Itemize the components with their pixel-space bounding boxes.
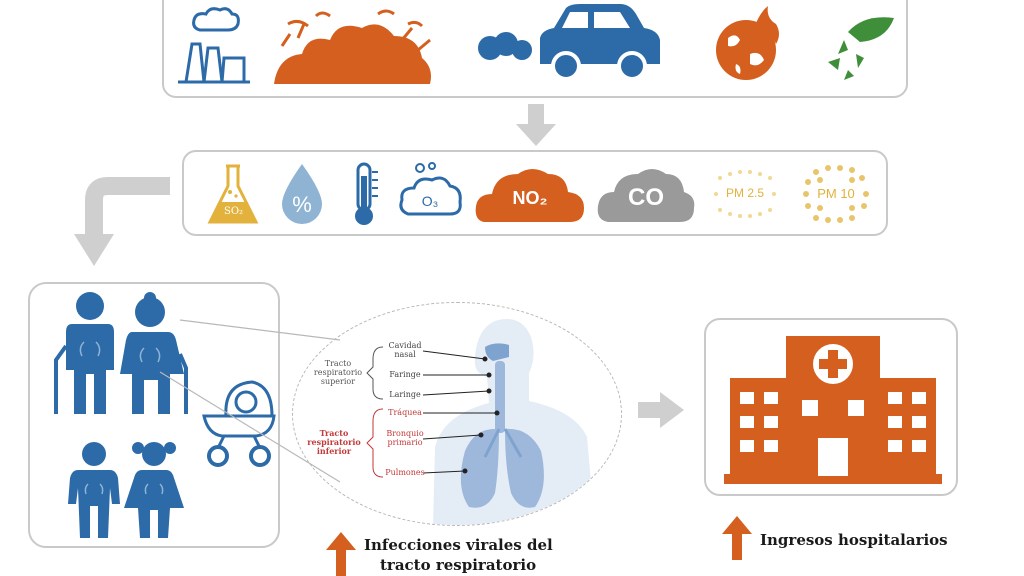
- car-exhaust-icon: [478, 4, 660, 81]
- co-label: CO: [628, 184, 664, 211]
- trachea-label: Tráquea: [388, 408, 422, 417]
- humidity-drop-icon: %: [282, 164, 322, 224]
- elderly-man-icon: [54, 292, 114, 414]
- pm25-label: PM 2.5: [725, 186, 764, 200]
- so2-label: SO₂: [224, 206, 244, 217]
- hospital-admissions-label: Ingresos hospitalarios: [760, 531, 948, 549]
- label-pointer-lines: [366, 346, 500, 478]
- hospital-icon: [724, 336, 942, 484]
- flask-icon: [207, 164, 259, 224]
- pm10-dots-icon: [803, 165, 869, 223]
- upper-tract-label: Tracto respiratorio superior: [313, 359, 363, 386]
- larynx-label: Laringe: [389, 390, 421, 399]
- girl-icon: [124, 442, 184, 538]
- increase-arrow-icon: [326, 532, 356, 576]
- bronchus-label: Bronquio primario: [386, 429, 424, 447]
- lungs-label: Pulmones: [385, 468, 425, 477]
- vulnerable-population-panel: [28, 282, 280, 548]
- pharynx-label: Faringe: [389, 370, 421, 379]
- viral-infections-line1: Infecciones virales del: [364, 536, 553, 554]
- pollution-sources-panel: [162, 0, 908, 98]
- global-warming-icon: [716, 6, 779, 80]
- pm25-particles: PM 2.5: [710, 166, 780, 222]
- co-cloud-icon: [597, 169, 695, 222]
- bent-arrow-icon: [74, 177, 170, 266]
- pm10-particles: PM 10: [800, 162, 872, 226]
- ozone-cloud-icon: O₃: [399, 162, 462, 216]
- viral-infections-line2: tracto respiratorio: [380, 556, 537, 574]
- elderly-woman-icon: [120, 292, 188, 414]
- pollutants-panel: SO₂ % O₃ NO₂ CO: [182, 150, 888, 236]
- thermometer-icon: [355, 162, 378, 225]
- deforestation-leaves-icon: [828, 17, 894, 80]
- lower-tract-label: Tracto respiratorio inferior: [307, 428, 361, 456]
- no2-cloud-icon: [475, 169, 584, 222]
- svg-text:%: %: [292, 192, 312, 217]
- pm10-label: PM 10: [817, 186, 855, 201]
- increase-arrow-icon: [722, 516, 752, 560]
- co-cloud: CO: [596, 162, 696, 224]
- burning-forest-icon: [274, 9, 431, 84]
- pm25-dots-icon: [714, 170, 776, 218]
- hospital-panel: [704, 318, 958, 496]
- so2-flask: SO₂: [206, 164, 260, 226]
- down-arrow-icon: [516, 104, 556, 146]
- svg-text:O₃: O₃: [422, 193, 439, 209]
- baby-stroller-icon: [202, 380, 276, 467]
- right-arrow-icon: [638, 392, 684, 428]
- nasal-cavity-label: Cavidad nasal: [388, 341, 422, 359]
- boy-icon: [68, 442, 120, 538]
- respiratory-system-oval: Tracto respiratorio superior Tracto resp…: [292, 302, 622, 526]
- no2-label: NO₂: [512, 188, 548, 208]
- no2-cloud: NO₂: [474, 162, 586, 224]
- factory-icon: [178, 7, 250, 84]
